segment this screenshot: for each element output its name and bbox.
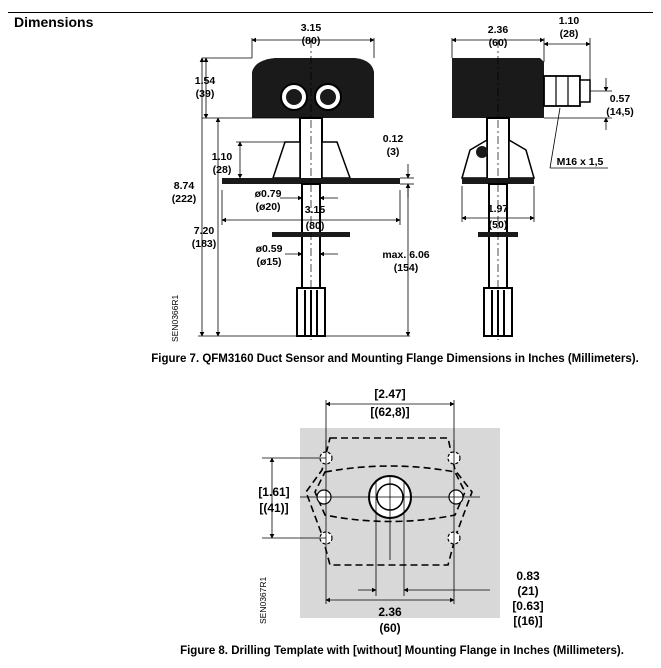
dim-hole-without-mm: [(16)] — [513, 614, 542, 628]
dim-flange-thickness-mm: (3) — [387, 146, 400, 158]
figure8-caption: Figure 8. Drilling Template with [withou… — [180, 645, 624, 657]
dim-gland-offset-in: 0.57 — [610, 93, 631, 105]
fig7-side-view: 2.36 (60) 1.10 (28) 0.57 (14,5) M16 x 1,… — [451, 15, 634, 340]
dim-max-length-in: max. 6.06 — [382, 249, 429, 261]
dim-gland-offset-mm: (14,5) — [606, 106, 633, 118]
dim-stem-diameter-in: ø0.79 — [255, 188, 282, 200]
dim-below-housing-in: 7.20 — [194, 225, 215, 237]
dim-below-housing-mm: (183) — [192, 238, 217, 250]
dim-side-width-mm: (60) — [489, 37, 508, 49]
dim-flange-top-in: 1.10 — [212, 151, 233, 163]
dim-stem-diameter-mm: (ø20) — [255, 201, 280, 213]
fig7-front-view: 3.15 (80) 1.54 (39) 8.74 (222) 7.20 (183… — [170, 22, 430, 342]
dim-top-mm: [(62,8)] — [370, 405, 409, 419]
housing-shape — [252, 58, 374, 118]
dim-total-height-in: 8.74 — [174, 180, 195, 192]
dim-flange-width-mm: (80) — [306, 220, 325, 232]
flange-outline — [305, 437, 473, 566]
dim-left-mm: [(41)] — [259, 501, 288, 515]
fig8-drawing-code: SEN0367R1 — [258, 576, 268, 624]
section-title: Dimensions — [14, 14, 94, 30]
dim-total-height-mm: (222) — [172, 193, 197, 205]
dim-bottom-mm: (60) — [379, 621, 400, 635]
dim-side-flange-in: 1.97 — [488, 203, 509, 215]
dim-hole-mm: (21) — [517, 584, 538, 598]
gland-hole-left-inner — [286, 89, 302, 105]
cable-gland — [543, 75, 581, 107]
gland-hole-right-inner — [320, 89, 336, 105]
dim-side-width-in: 2.36 — [488, 24, 509, 36]
dim-left-in: [1.61] — [258, 485, 289, 499]
dim-probe-diameter-mm: (ø15) — [256, 256, 281, 268]
dim-side-flange-mm: (50) — [489, 219, 508, 231]
duct-wall — [300, 428, 500, 618]
dim-top-in: [2.47] — [374, 387, 405, 401]
dim-flange-width-in: 3.15 — [305, 204, 326, 216]
inner-outline — [314, 465, 466, 523]
dim-housing-height-in: 1.54 — [195, 75, 216, 87]
dim-flange-top-mm: (28) — [213, 164, 232, 176]
dim-housing-width-in: 3.15 — [301, 22, 322, 34]
dim-hole-in: 0.83 — [516, 569, 540, 583]
gland-nut — [579, 79, 591, 103]
fig7-drawing-code: SEN0366R1 — [170, 294, 180, 342]
dim-probe-diameter-in: ø0.59 — [256, 243, 283, 255]
set-screw — [476, 146, 488, 158]
figure7-caption: Figure 7. QFM3160 Duct Sensor and Mounti… — [151, 353, 639, 365]
dim-housing-width-mm: (80) — [302, 35, 321, 47]
top-rule — [8, 12, 653, 13]
dim-bottom-in: 2.36 — [378, 605, 402, 619]
dim-max-length-mm: (154) — [394, 262, 419, 274]
fig8-drilling-template: [2.47] [(62,8)] [1.61] [(41)] 2.36 (60) … — [258, 387, 544, 635]
dim-housing-height-mm: (39) — [196, 88, 215, 100]
dim-gland-length-mm: (28) — [560, 28, 579, 40]
thread-spec: M16 x 1,5 — [557, 156, 604, 168]
dim-hole-without-in: [0.63] — [512, 599, 543, 613]
dim-flange-thickness-in: 0.12 — [383, 133, 404, 145]
dim-gland-length-in: 1.10 — [559, 15, 580, 27]
